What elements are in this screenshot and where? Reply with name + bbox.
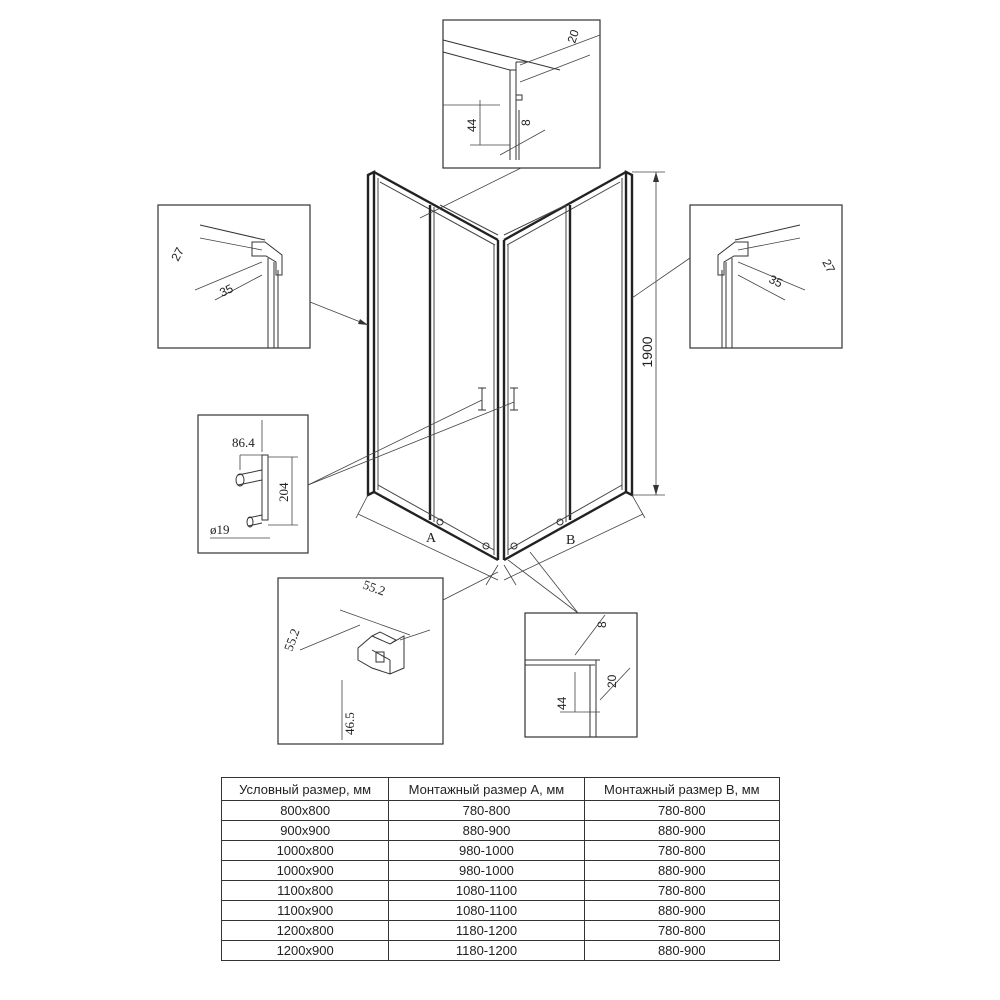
table-cell: 1000x800: [220, 840, 390, 861]
table-row: 1100x900 1080-1100 880-900: [220, 900, 781, 921]
enclosure-main-view: [366, 170, 634, 562]
top-detail-44: 44: [465, 118, 479, 132]
left-detail-35: 35: [217, 281, 235, 299]
top-detail: 20 44 8: [419, 19, 601, 219]
table-header-cell: Условный размер, мм: [220, 777, 390, 801]
left-detail: 27 35: [157, 204, 369, 349]
handle-depth-label: 86.4: [232, 435, 255, 450]
top-detail-8: 8: [519, 119, 533, 126]
table-header-row: Условный размер, мм Монтажный размер A, …: [220, 777, 781, 801]
table-cell: 980-1000: [388, 840, 585, 861]
table-cell: 780-800: [583, 800, 781, 821]
bottom-detail-44: 44: [555, 696, 569, 710]
size-table: Условный размер, мм Монтажный размер A, …: [220, 777, 781, 961]
table-cell: 1200x800: [220, 920, 390, 941]
right-detail-35: 35: [767, 272, 785, 290]
handle-length-label: 204: [276, 482, 291, 502]
height-dimension: 1900: [632, 171, 665, 496]
shower-enclosure-drawing: 1900 A B 20 44 8: [157, 19, 843, 745]
table-row: 1200x800 1180-1200 780-800: [220, 920, 781, 941]
right-detail: 27 35: [631, 204, 843, 349]
table-header-cell: Монтажный размер B, мм: [583, 777, 781, 801]
corner-detail: 55.2 55.2 46.5: [277, 571, 499, 745]
table-row: 1200x900 1180-1200 880-900: [220, 940, 781, 961]
table-cell: 880-900: [583, 820, 781, 841]
table-cell: 880-900: [583, 940, 781, 961]
table-row: 900x900 880-900 880-900: [220, 820, 781, 841]
table-row: 1000x800 980-1000 780-800: [220, 840, 781, 861]
left-detail-27: 27: [168, 245, 187, 264]
corner-w2-label: 55.2: [281, 627, 303, 654]
width-b-dimension: B: [503, 494, 646, 586]
bottom-detail-20: 20: [605, 674, 619, 688]
height-label: 1900: [639, 336, 655, 367]
bottom-detail: 8 44 20: [507, 551, 638, 738]
table-cell: 1080-1100: [388, 880, 585, 901]
bottom-detail-8: 8: [595, 621, 609, 628]
table-cell: 780-800: [388, 800, 585, 821]
table-cell: 1100x800: [220, 880, 390, 901]
table-cell: 880-900: [583, 860, 781, 881]
table-row: 1100x800 1080-1100 780-800: [220, 880, 781, 901]
table-cell: 780-800: [583, 880, 781, 901]
table-cell: 1200x900: [220, 940, 390, 961]
width-b-label: B: [566, 533, 575, 548]
table-cell: 780-800: [583, 920, 781, 941]
corner-w1-label: 55.2: [361, 577, 388, 599]
width-a-label: A: [426, 531, 437, 546]
table-row: 1000x900 980-1000 880-900: [220, 860, 781, 881]
table-cell: 900x900: [220, 820, 390, 841]
table-cell: 1180-1200: [388, 920, 585, 941]
table-cell: 880-900: [583, 900, 781, 921]
table-cell: 1100x900: [220, 900, 390, 921]
handle-detail: 86.4 204 ø19: [197, 399, 515, 554]
table-cell: 780-800: [583, 840, 781, 861]
table-cell: 880-900: [388, 820, 585, 841]
table-cell: 1180-1200: [388, 940, 585, 961]
table-header-cell: Монтажный размер A, мм: [388, 777, 585, 801]
corner-h-label: 46.5: [342, 712, 357, 735]
table-row: 800x800 780-800 780-800: [220, 800, 781, 821]
table-cell: 1000x900: [220, 860, 390, 881]
table-cell: 980-1000: [388, 860, 585, 881]
right-detail-27: 27: [819, 257, 838, 276]
table-cell: 1080-1100: [388, 900, 585, 921]
table-cell: 800x800: [220, 800, 390, 821]
handle-diameter-label: ø19: [210, 522, 230, 537]
top-detail-20: 20: [565, 28, 583, 45]
